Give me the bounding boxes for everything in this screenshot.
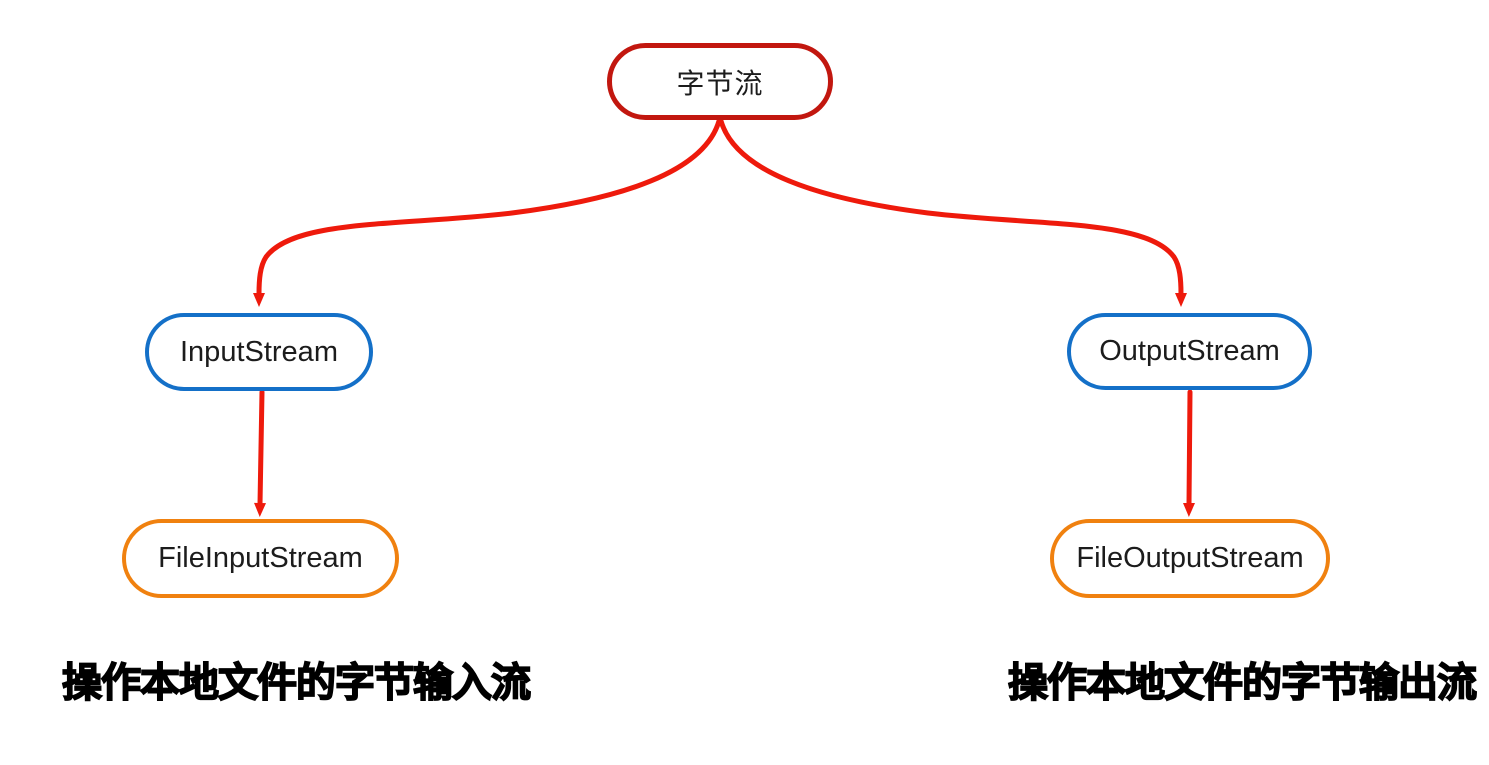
edge-inputstream-to-fileinputstream xyxy=(254,389,267,517)
node-byte-stream: 字节流 xyxy=(607,43,833,120)
node-outputstream: OutputStream xyxy=(1067,313,1312,390)
node-outputstream-label: OutputStream xyxy=(1099,335,1280,367)
edge-bytestream-to-inputstream xyxy=(253,118,722,307)
caption-byte-input-stream: 操作本地文件的字节输入流 xyxy=(61,660,532,706)
node-fileoutputstream: FileOutputStream xyxy=(1050,519,1330,598)
node-inputstream-label: InputStream xyxy=(180,335,338,368)
node-byte-stream-label: 字节流 xyxy=(676,67,764,99)
node-fileinputstream: FileInputStream xyxy=(122,519,399,598)
node-inputstream: InputStream xyxy=(145,313,373,391)
node-fileinputstream-label: FileInputStream xyxy=(158,542,363,574)
node-fileoutputstream-label: FileOutputStream xyxy=(1076,542,1304,574)
edge-outputstream-to-fileoutputstream xyxy=(1183,389,1196,517)
caption-byte-output-stream: 操作本地文件的字节输出流 xyxy=(1007,660,1478,706)
edge-bytestream-to-outputstream xyxy=(718,118,1187,307)
